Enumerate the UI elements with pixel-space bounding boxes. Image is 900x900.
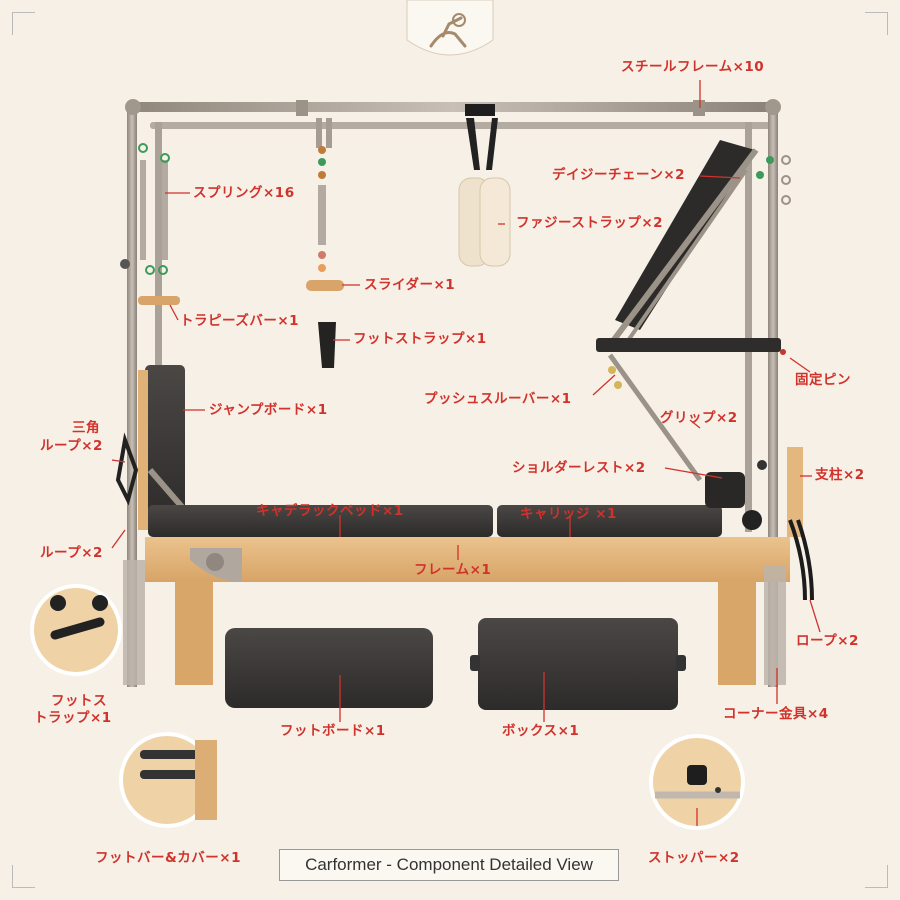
label-grip: グリップ×2 [660,410,738,426]
knob-icon [120,259,130,269]
triangle-loop [115,432,139,506]
label-slider: スライダー×1 [364,277,456,293]
corner-decoration [865,865,888,888]
stopper-inset [649,734,745,830]
label-triangle-loop-line2: ループ×2 [40,438,103,454]
label-steel-frame: スチールフレーム×10 [621,59,765,75]
leader-lines [111,80,821,826]
post [787,447,803,537]
foot-strap-inset [30,584,122,676]
center-springs [316,118,332,272]
label-jump-board: ジャンプボード×1 [209,402,328,418]
label-rope: ロープ×2 [796,633,859,649]
label-corner-fitting: コーナー金具×4 [723,706,829,722]
box [478,618,678,710]
label-foot-strap: フットストラップ×1 [353,331,487,347]
yoga-logo-icon [406,0,494,56]
cadillac-bed [148,505,493,537]
corner-decoration [12,865,35,888]
label-carriage: キャリッジ ×1 [520,506,617,522]
push-through-bar-assembly [596,140,791,482]
label-push-through-bar: プッシュスルーバー×1 [424,391,572,407]
label-spring: スプリング×16 [193,185,295,201]
corner-fittings [123,560,786,685]
label-footboard: フットボード×1 [280,723,386,739]
label-footbar-cover: フットバー&カバー×1 [95,850,241,866]
foot-strap [318,322,336,368]
shoulder-rest [705,460,767,530]
carriage [497,505,722,537]
corner-decoration [865,12,888,35]
label-shoulder-rest: ショルダーレスト×2 [512,460,646,476]
footboard [225,628,433,708]
steel-frame [125,99,781,687]
label-fuzzy-strap: ファジーストラップ×2 [516,215,664,231]
springs [138,143,170,275]
label-stopper: ストッパー×2 [648,850,740,866]
trapeze-bar [138,296,180,305]
corner-decoration [12,12,35,35]
wood-frame [145,537,790,685]
label-post: 支柱×2 [815,467,865,483]
fuzzy-straps [458,104,511,267]
label-frame: フレーム×1 [414,562,492,578]
label-box: ボックス×1 [502,723,580,739]
label-fixed-pin: 固定ピン [795,372,851,388]
caption: Carformer - Component Detailed View [279,849,619,881]
label-foot-strap-left-line2: トラップ×1 [34,710,112,726]
label-daisy-chain: デイジーチェーン×2 [552,167,686,183]
label-cadillac-bed: キャデラックベッド×1 [256,503,404,519]
footbar-inset [119,732,217,828]
slider [306,280,344,291]
label-foot-strap-left-line1: フットス [51,693,107,709]
ropes [788,519,814,601]
label-triangle-loop-line1: 三角 [72,420,100,436]
label-trapeze-bar: トラピーズバー×1 [180,313,300,329]
label-loop: ループ×2 [40,545,103,561]
